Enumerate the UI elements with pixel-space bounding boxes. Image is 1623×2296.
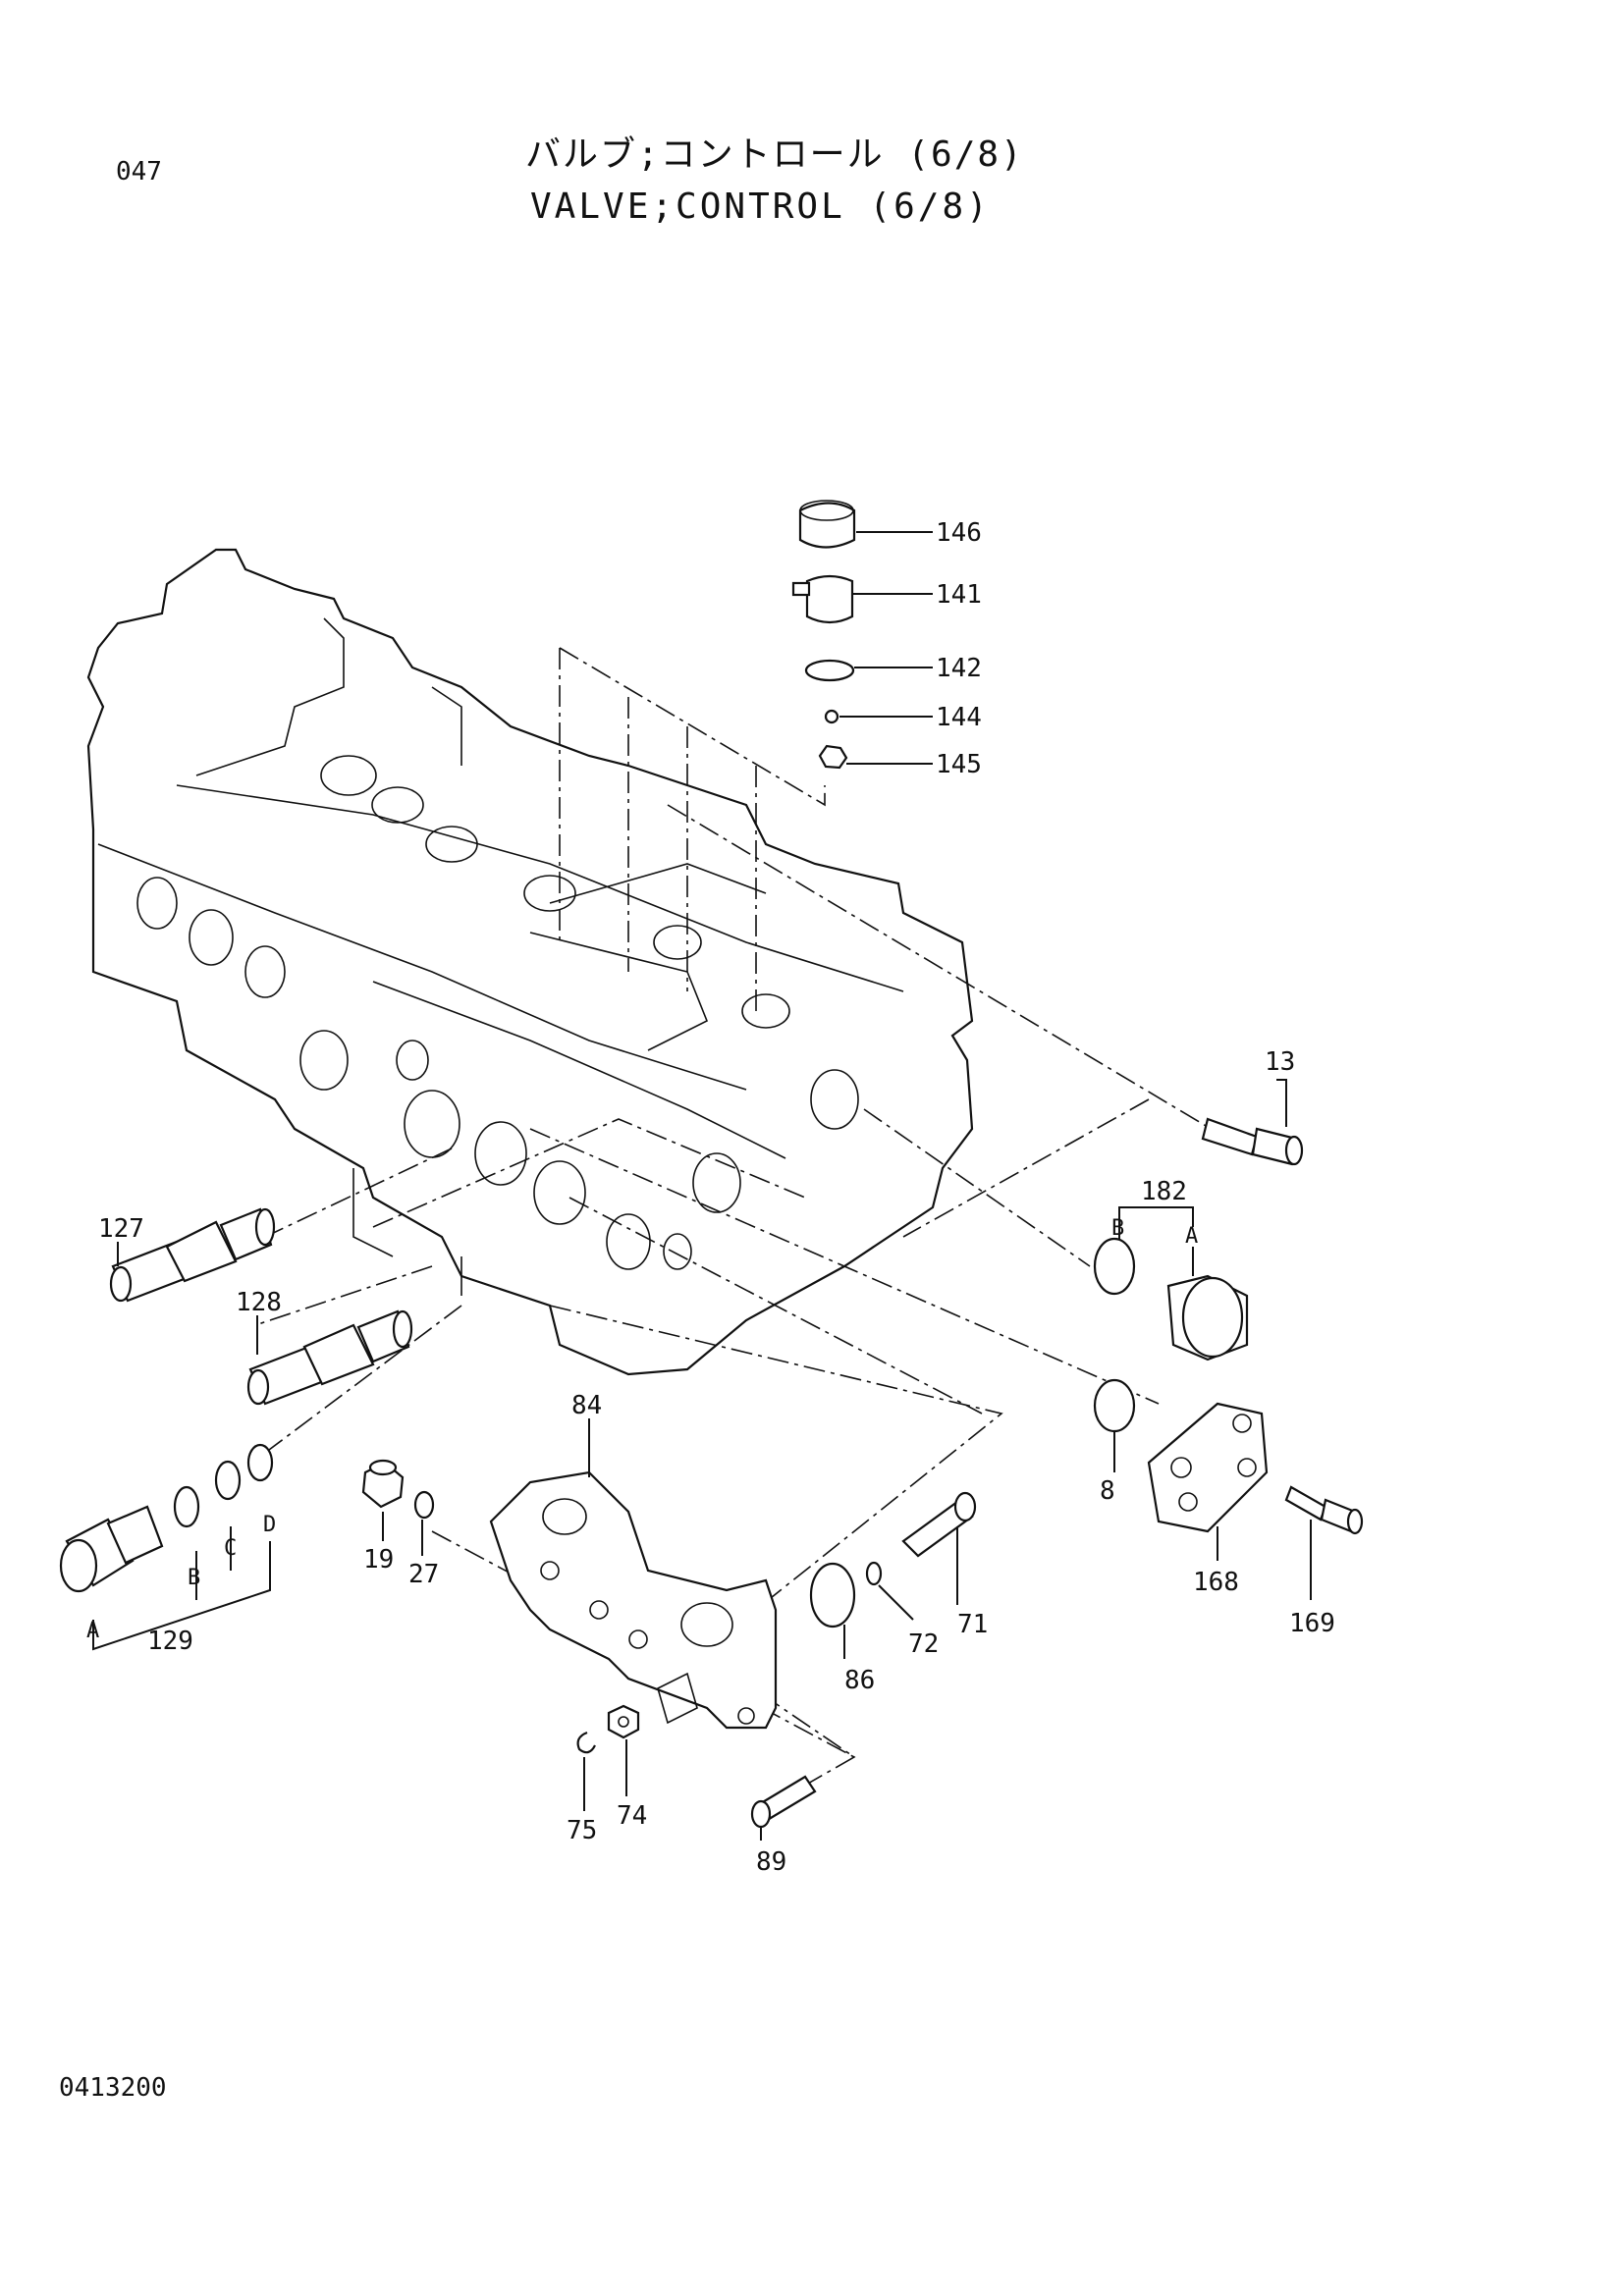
o-ring-27 [413,1490,435,1520]
top-plug-assembly [791,500,856,770]
snap-ring-75 [576,1731,596,1754]
callout-182-a: A [1185,1224,1198,1249]
pin-71 [901,1491,977,1558]
callout-169: 169 [1289,1609,1335,1638]
housing-84 [489,1470,778,1730]
callout-145: 145 [936,750,982,779]
callout-86: 86 [844,1666,875,1695]
o-ring-72 [865,1561,883,1586]
callout-144: 144 [936,703,982,732]
valve-body [86,548,974,1376]
callout-75: 75 [567,1816,597,1845]
bolt-89 [750,1775,817,1829]
spool-127 [109,1207,276,1303]
callout-71: 71 [957,1610,988,1639]
callout-leaders [117,531,1312,1841]
nut-74 [607,1704,640,1739]
plug-182 [1093,1237,1249,1362]
spool-128 [246,1309,413,1406]
plug-19 [361,1459,405,1509]
callout-127: 127 [98,1214,144,1244]
callout-27: 27 [408,1560,439,1589]
callout-142: 142 [936,654,982,683]
callout-168: 168 [1193,1568,1239,1597]
bolt-13 [1201,1117,1304,1166]
callout-labels: 146 141 142 144 145 13 182 B A 127 128 8… [86,518,1335,1877]
callout-19: 19 [363,1545,394,1575]
o-ring-8 [1093,1378,1136,1433]
page-title-english: VALVE;CONTROL (6/8) [530,187,991,227]
drawing-number: 0413200 [59,2073,167,2103]
callout-141: 141 [936,580,982,610]
callout-129-d: D [263,1513,276,1537]
flange-168 [1147,1402,1269,1533]
callout-84: 84 [571,1391,602,1420]
page-number: 047 [116,157,162,187]
page-title-japanese: バルブ;コントロール (6/8) [525,134,1024,175]
callout-128: 128 [236,1288,282,1317]
callout-74: 74 [617,1801,647,1831]
callout-129-a: A [86,1619,99,1643]
relief-valve-129 [59,1443,274,1651]
callout-129: 129 [147,1627,193,1656]
callout-89: 89 [756,1847,786,1877]
bolt-169 [1284,1485,1364,1535]
callout-182: 182 [1141,1177,1187,1206]
callout-182-b: B [1111,1216,1124,1241]
callout-129-b: B [188,1566,200,1590]
callout-13: 13 [1265,1047,1295,1077]
callout-146: 146 [936,518,982,548]
callout-129-c: C [224,1536,237,1561]
o-ring-86 [809,1562,856,1629]
callout-8: 8 [1100,1476,1115,1506]
callout-72: 72 [908,1629,939,1659]
